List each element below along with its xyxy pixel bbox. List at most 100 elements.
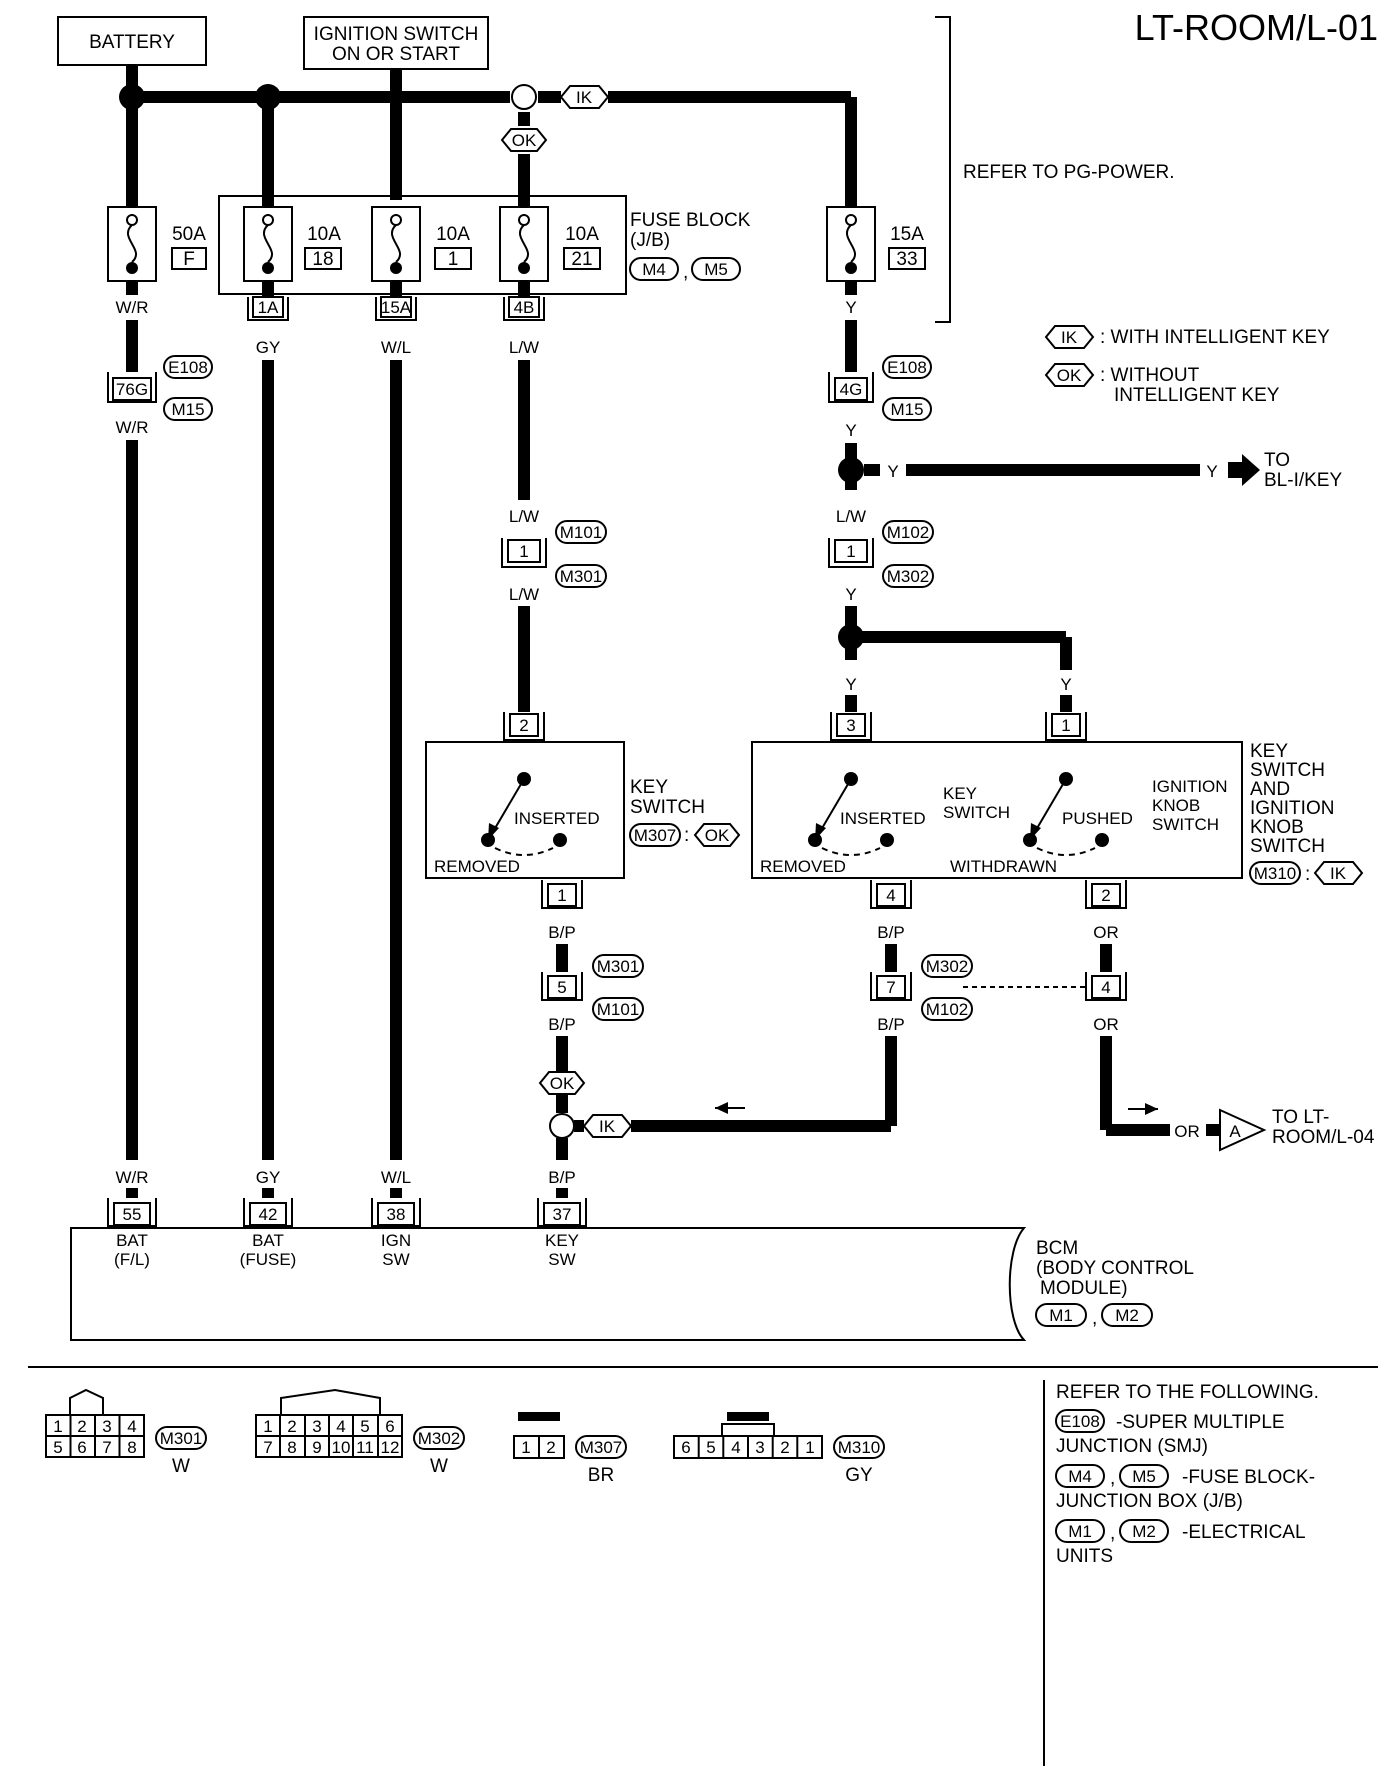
svg-text:1: 1 — [263, 1417, 272, 1436]
connector-m102-label: M102 — [926, 1000, 969, 1019]
connector-m307 — [629, 823, 681, 847]
svg-text:11: 11 — [356, 1438, 374, 1457]
option-splice-open — [549, 1113, 575, 1139]
terminal-key-switch-2: 2 — [503, 712, 545, 741]
connector-m4 — [629, 257, 679, 281]
ik-legend-tag — [1044, 325, 1095, 349]
comma: , — [683, 262, 688, 283]
kks-title-1: KEY — [1250, 741, 1288, 762]
svg-text:1: 1 — [521, 1438, 530, 1457]
key-knob-switch-box — [751, 741, 1243, 879]
bcm-pin-label: SW — [548, 1250, 575, 1269]
terminal-m101-1: 1 — [501, 538, 547, 568]
connector-face-m302: 1 2 3 4 5 6 7 8 9 10 11 12 M302 W — [255, 1388, 465, 1477]
to-lt-room-l04-marker-label: A — [1229, 1122, 1241, 1141]
wire-color-label: Y — [1206, 462, 1217, 481]
svg-text:4: 4 — [336, 1417, 345, 1436]
wire-color-label: OR — [1093, 1015, 1119, 1034]
bcm-terminal-55: 55 — [107, 1198, 157, 1227]
connector-m310-label: M310 — [1254, 864, 1297, 883]
bcm-title-1: BCM — [1036, 1238, 1078, 1259]
connector-e108-label: E108 — [887, 358, 927, 377]
comma: , — [1092, 1308, 1097, 1329]
refer-e108-desc-2: JUNCTION (SMJ) — [1056, 1436, 1208, 1457]
to-lt-room-label-1: TO LT- — [1272, 1107, 1329, 1128]
svg-text:7: 7 — [102, 1438, 111, 1457]
connector-m5-label: M5 — [1132, 1467, 1156, 1486]
wire-color-label: L/W — [509, 338, 539, 357]
wire-color-label: W/L — [381, 1168, 411, 1187]
fuse-block — [218, 195, 627, 295]
comma: , — [1110, 1468, 1115, 1489]
page-title: LT-ROOM/L-01 — [1135, 7, 1378, 48]
fuse-15a-33: 15A 33 — [826, 206, 926, 282]
connector-m5 — [1119, 1464, 1169, 1488]
connector-m1 — [1055, 1519, 1105, 1543]
connector-m301 — [592, 954, 644, 978]
svg-text:12: 12 — [381, 1438, 400, 1457]
refer-m1m2-desc-2: UNITS — [1056, 1546, 1113, 1567]
key-switch-title-2: SWITCH — [943, 803, 1010, 822]
svg-text:4B: 4B — [514, 298, 535, 317]
svg-text:15A: 15A — [381, 298, 412, 317]
flow-arrow-head — [1145, 1103, 1158, 1115]
connector-m101 — [555, 520, 607, 544]
fuse-10a-21: 10A 21 — [499, 206, 601, 282]
connector-m301 — [555, 564, 607, 588]
svg-text:M307: M307 — [580, 1438, 623, 1457]
svg-text:8: 8 — [127, 1438, 136, 1457]
connector-m5 — [691, 257, 741, 281]
terminal-ks-1: 1 — [1045, 712, 1087, 741]
refer-e108-desc-1: -SUPER MULTIPLE — [1116, 1412, 1285, 1433]
switch-travel — [1036, 847, 1096, 856]
kks-title-5: KNOB — [1250, 817, 1304, 838]
kks-title-3: AND — [1250, 779, 1290, 800]
connector-m102 — [921, 997, 973, 1021]
connector-e108-label: E108 — [168, 358, 208, 377]
connector-m301-label: M301 — [560, 567, 603, 586]
ik-legend-tag-label: IK — [1061, 328, 1078, 347]
bcm-title-2: (BODY CONTROL — [1036, 1258, 1194, 1279]
svg-text:M301: M301 — [160, 1429, 203, 1448]
switch-arm — [1035, 778, 1067, 831]
ok-option-tag — [500, 128, 548, 152]
ik-legend-text: : WITH INTELLIGENT KEY — [1100, 327, 1330, 348]
terminal-ks-out-4: 4 — [870, 880, 912, 909]
splice-dot — [119, 84, 145, 110]
key-switch-title-1: KEY — [943, 784, 977, 803]
svg-text:1: 1 — [805, 1438, 814, 1457]
bcm-box — [70, 1227, 1027, 1341]
battery-box — [57, 16, 207, 66]
bcm-pin-label: SW — [382, 1250, 409, 1269]
connector-e108 — [163, 355, 213, 379]
wire-color-label: GY — [256, 1168, 281, 1187]
svg-text:42: 42 — [259, 1205, 278, 1224]
removed-label: REMOVED — [434, 857, 520, 876]
connector-m1 — [1035, 1303, 1087, 1327]
svg-text:8: 8 — [287, 1438, 296, 1457]
svg-text:1: 1 — [53, 1417, 62, 1436]
to-lt-room-label-2: ROOM/L-04 — [1272, 1127, 1375, 1148]
svg-text:M310: M310 — [838, 1438, 881, 1457]
svg-text:2: 2 — [546, 1438, 555, 1457]
wire-color-label: Y — [1060, 675, 1071, 694]
to-bl-ikey-label-1: TO — [1264, 450, 1290, 471]
switch-contact — [880, 833, 894, 847]
switch-arm — [493, 778, 525, 831]
svg-text:3: 3 — [102, 1417, 111, 1436]
refer-m4m5-desc-2: JUNCTION BOX (J/B) — [1056, 1491, 1243, 1512]
svg-text:9: 9 — [312, 1438, 321, 1457]
connector-m15 — [882, 397, 932, 421]
connector-m302 — [882, 564, 934, 588]
svg-text:4: 4 — [731, 1438, 740, 1457]
svg-text:7: 7 — [886, 978, 895, 997]
connector-m4-label: M4 — [642, 260, 666, 279]
wire-color-label: B/P — [877, 1015, 904, 1034]
withdrawn-label: WITHDRAWN — [950, 857, 1057, 876]
bcm-terminal-37: 37 — [537, 1198, 587, 1227]
bcm-pin-label: IGN — [381, 1231, 411, 1250]
bcm-terminal-42: 42 — [243, 1198, 293, 1227]
option-splice-open — [511, 84, 537, 110]
inserted-label: INSERTED — [514, 809, 600, 828]
